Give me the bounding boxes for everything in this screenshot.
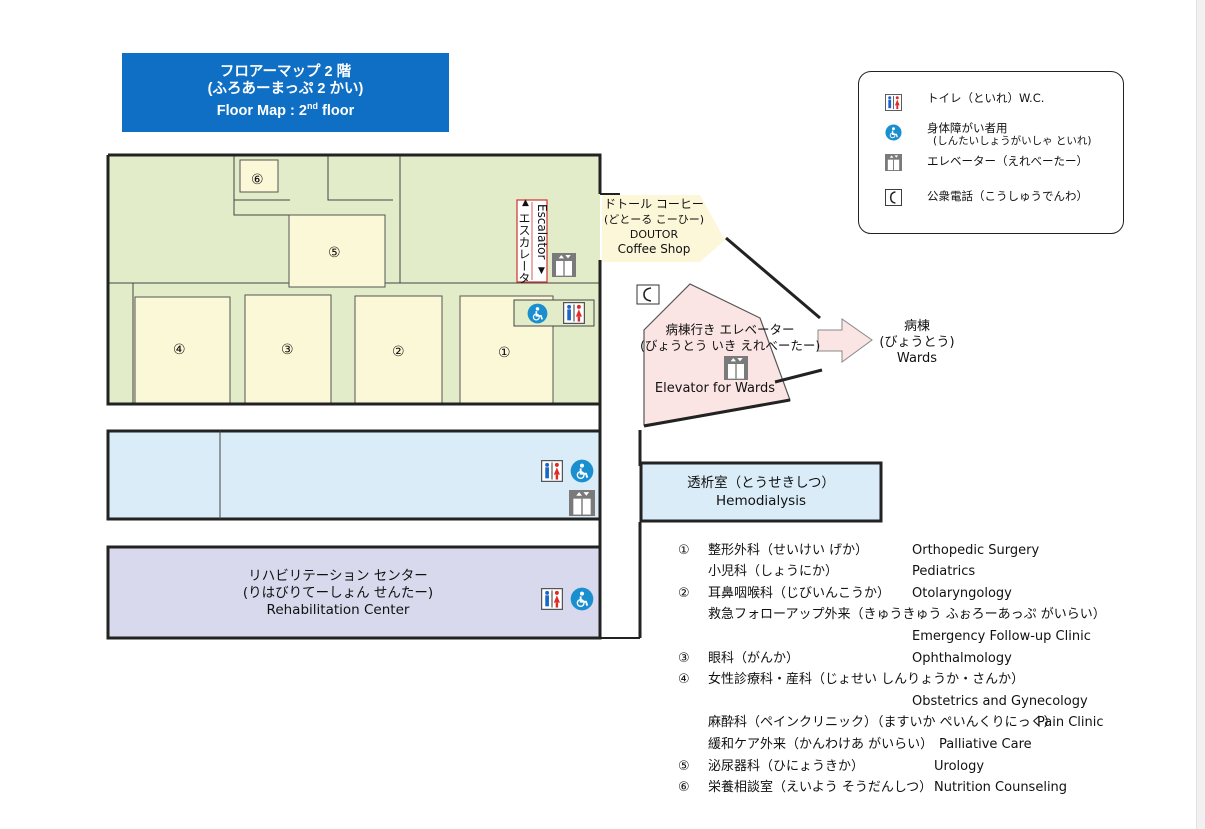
toilet-icon[interactable] (562, 302, 586, 324)
dept-en: Nutrition Counseling (934, 780, 1068, 795)
room-5-label: ⑤ (328, 245, 341, 261)
escalator-down-arrow: ▼ (538, 266, 545, 276)
dept-num: ⑥ (678, 780, 690, 795)
ward-elevator-label: 病棟行き エレベーター (びょうとう いき えれべーたー) (640, 322, 821, 353)
middle-zone (106, 429, 602, 521)
floor-title-jp: フロアーマップ 2 階 (219, 64, 352, 80)
room-1-label: ① (498, 345, 511, 361)
coffee-shop-label: ドトール コーヒー (どとーる こーひー) DOUTOR Coffee Shop (603, 197, 705, 256)
legend-elevator-label: エレベーター（えれべーたー） (927, 154, 1088, 168)
dept-num: ① (678, 543, 690, 558)
dept-jp: 女性診療科・産科（じょせい しんりょうか・さんか） (708, 672, 1025, 687)
dept-en: Pain Clinic (1037, 715, 1104, 730)
wards-arrow (817, 318, 873, 363)
dept-jp: 整形外科（せいけい げか） (708, 543, 869, 558)
room-6-label: ⑥ (251, 172, 264, 188)
accessible-toilet-icon[interactable] (527, 303, 548, 324)
phone-icon (643, 287, 652, 302)
elevator-icon[interactable] (552, 253, 576, 277)
room-4[interactable] (134, 296, 231, 405)
coffee-shop[interactable] (602, 195, 725, 262)
dept-num: ⑤ (678, 759, 690, 774)
dept-en: Urology (934, 759, 985, 774)
escalator-label-en: Escalator (535, 204, 549, 260)
legend-accessible-kana: (しんたいしょうがいしゃ といれ) (933, 135, 1092, 147)
rehabilitation-center-label: リハビリテーション センター (りはびりてーしょん せんたー) Rehabili… (242, 568, 434, 618)
dept-jp: 麻酔科（ペインクリニック）（ますいか ぺいんくりにっく） (708, 715, 1057, 730)
elevator-icon (885, 154, 902, 171)
dept-jp: 小児科（しょうにか） (708, 564, 839, 579)
ward-elevator-label-en: Elevator for Wards (654, 381, 776, 396)
dept-jp: 緩和ケア外来（かんわけあ がいらい） (708, 737, 934, 752)
map-legend: トイレ（といれ）W.C. 身体障がい者用 (しんたいしょうがいしゃ といれ) エ… (858, 71, 1124, 234)
toilet-icon (885, 94, 902, 111)
dept-en: Ophthalmology (912, 651, 1012, 666)
toilet-icon[interactable] (539, 460, 565, 482)
room-2-label: ② (392, 344, 405, 360)
room-6[interactable] (239, 159, 279, 193)
floor-title: フロアーマップ 2 階 (ふろあーまっぷ 2 かい) Floor Map : 2… (122, 53, 449, 132)
phone-icon (885, 189, 902, 206)
legend-phone-label: 公衆電話（こうしゅうでんわ） (927, 189, 1088, 203)
dept-en: Pediatrics (912, 564, 976, 579)
dept-en: Emergency Follow-up Clinic (912, 629, 1091, 644)
ward-elevator-hall[interactable] (643, 283, 791, 426)
dept-jp: 耳鼻咽喉科（じびいんこうか） (708, 586, 891, 601)
room-4-label: ④ (173, 342, 186, 358)
dept-num: ④ (678, 672, 690, 687)
dept-num: ② (678, 586, 690, 601)
room-2[interactable] (354, 295, 443, 405)
dept-en: Orthopedic Surgery (912, 543, 1040, 558)
legend-toilet-label: トイレ（といれ）W.C. (927, 91, 1045, 105)
dept-jp: 救急フォローアップ外来（きゅうきゅう ふぉろーあっぷ がいらい） (708, 607, 1106, 622)
dept-en: Obstetrics and Gynecology (912, 694, 1088, 709)
floor-title-en: Floor Map : 2nd floor (216, 101, 355, 119)
elevator-icon[interactable] (569, 490, 595, 516)
dept-en: Otolaryngology (912, 586, 1012, 601)
accessible-toilet-icon[interactable] (570, 459, 594, 483)
escalator-label-jp: エスカレータ (517, 212, 531, 284)
rehabilitation-center[interactable] (106, 545, 602, 640)
dept-jp: 泌尿器科（ひにょうきか） (708, 759, 865, 774)
legend-accessible-label: 身体障がい者用 (927, 121, 1008, 135)
dept-num: ③ (678, 651, 690, 666)
dept-jp: 栄養相談室（えいよう そうだんしつ） (708, 780, 933, 795)
hemodialysis-room[interactable] (639, 461, 883, 523)
hemodialysis-label: 透析室（とうせきしつ） Hemodialysis (687, 475, 835, 509)
wards-label: 病棟 (びょうとう) Wards (879, 319, 955, 366)
accessible-toilet-icon[interactable] (570, 587, 594, 611)
room-3-label: ③ (281, 342, 294, 358)
dept-en: Palliative Care (939, 737, 1032, 752)
escalator-up-arrow: ▲ (522, 198, 529, 208)
room-3[interactable] (244, 294, 332, 405)
page-scrollbar[interactable] (1196, 0, 1205, 829)
floor-title-kana: (ふろあーまっぷ 2 かい) (207, 81, 364, 97)
accessible-toilet-icon (885, 124, 902, 141)
room-5[interactable] (288, 214, 386, 288)
public-phone[interactable] (636, 284, 660, 305)
dept-jp: 眼科（がんか） (708, 651, 800, 666)
elevator-icon[interactable] (724, 356, 748, 380)
toilet-icon[interactable] (539, 588, 565, 610)
